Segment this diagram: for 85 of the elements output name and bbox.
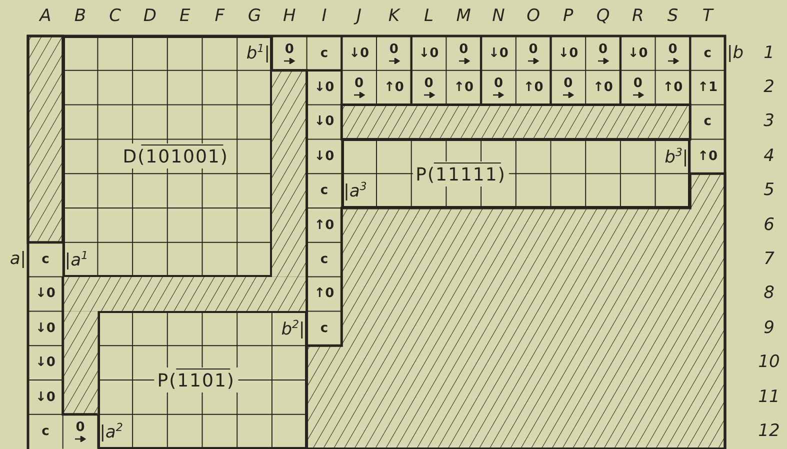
cell-value: c: [320, 184, 328, 198]
cell-value: c: [704, 115, 712, 128]
cell-value: ↓0: [35, 322, 56, 335]
cell-value: 0: [564, 77, 573, 90]
cell-value: 0: [389, 43, 398, 56]
column-letter: R: [632, 8, 644, 24]
region-label: P(11111): [412, 161, 509, 186]
cell-value: ↑0: [384, 81, 404, 94]
column-letter: G: [248, 8, 262, 24]
cell-value: ↓0: [349, 46, 370, 60]
row-number: 2: [764, 79, 774, 96]
column-letter: S: [667, 8, 678, 24]
cell-value: 0: [424, 77, 434, 90]
port-label: |a$^{2}$: [100, 422, 123, 442]
cell-value: 0: [76, 421, 85, 434]
cell-value: 0: [459, 43, 468, 56]
cell-value: ↓0: [314, 150, 334, 163]
port-label: |b: [727, 44, 744, 62]
region-box: [98, 311, 307, 449]
column-letter: M: [456, 8, 471, 24]
column-letter: Q: [596, 8, 610, 24]
row-number: 1: [764, 44, 774, 62]
cell-value: c: [42, 425, 50, 438]
cell-value: ↑1: [698, 81, 718, 94]
port-label: |a$^{3}$: [344, 180, 367, 201]
cell-value: ↑0: [698, 150, 718, 163]
port-label: b$^{3}$|: [664, 146, 688, 166]
column-letter: P: [563, 8, 574, 24]
row-number: 3: [764, 113, 774, 130]
cell-value: 0: [284, 43, 294, 56]
row-number: 9: [764, 320, 774, 337]
cell-value: ↓0: [488, 46, 508, 60]
row-number: 5: [764, 182, 774, 200]
column-letter: O: [526, 8, 540, 24]
cell-value: ↓0: [314, 115, 334, 128]
row-number: 10: [758, 354, 780, 372]
cell-value: ↓0: [418, 46, 439, 60]
region-box: [342, 139, 690, 208]
cell-value: c: [320, 253, 328, 266]
column-letter: B: [74, 8, 86, 24]
region-label: P(1101): [154, 367, 238, 392]
column-letter: F: [214, 8, 225, 24]
column-letter: D: [143, 8, 157, 24]
region-box: [62, 36, 272, 277]
cell-value: 0: [633, 77, 642, 90]
cell-value: 0: [668, 43, 678, 56]
cell-value: ↑0: [662, 81, 683, 94]
cell-value: c: [320, 46, 328, 60]
column-letter: A: [40, 8, 52, 24]
cell-value: ↓0: [35, 287, 56, 300]
cell-value: c: [704, 46, 712, 60]
column-letter: L: [424, 8, 434, 24]
column-letter: N: [492, 8, 505, 24]
cell-value: ↑0: [314, 287, 334, 300]
port-label: b$^{2}$|: [281, 318, 305, 338]
column-letter: H: [282, 8, 296, 24]
column-letter: T: [702, 8, 713, 24]
row-number: 6: [764, 216, 774, 234]
cell-value: ↓0: [35, 390, 56, 404]
column-letter: C: [109, 8, 122, 24]
cell-value: ↑0: [523, 81, 544, 94]
cell-value: c: [320, 322, 328, 335]
cell-value: ↓0: [558, 46, 578, 60]
row-number: 12: [758, 423, 780, 440]
cell-value: ↑0: [454, 81, 474, 94]
cell-value: 0: [354, 77, 364, 90]
cell-value: 0: [494, 77, 503, 90]
row-number: 7: [764, 251, 774, 268]
port-label: |a$^{1}$: [64, 250, 88, 270]
cell-value: ↓0: [35, 356, 56, 370]
column-letter: K: [388, 8, 400, 24]
port-label: b$^{1}$|: [246, 43, 270, 64]
column-letter: I: [322, 8, 327, 24]
cell-value: ↓0: [314, 81, 334, 94]
row-number: 8: [764, 285, 774, 302]
port-label: a|: [10, 251, 26, 268]
cell-value: 0: [528, 43, 538, 56]
cell-value: ↑0: [593, 81, 613, 94]
cell-value: ↑0: [314, 218, 334, 232]
cell-value: 0: [598, 43, 608, 56]
row-number: 11: [758, 388, 780, 406]
cell-value: ↓0: [628, 46, 648, 60]
cell-value: c: [42, 253, 50, 266]
column-letter: E: [179, 8, 190, 24]
row-number: 4: [764, 148, 774, 165]
